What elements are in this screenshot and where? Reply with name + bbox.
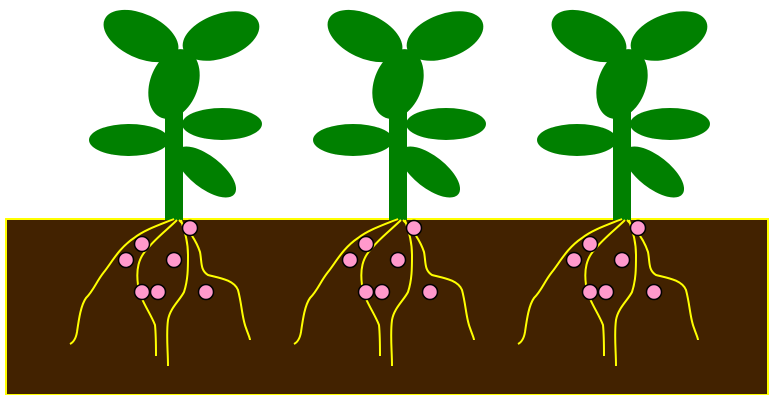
root-nodule	[199, 285, 214, 300]
root-nodule	[407, 221, 422, 236]
root-nodule	[391, 253, 406, 268]
soil	[6, 219, 768, 395]
middle-right-leaf	[182, 108, 262, 140]
root-nodule	[359, 285, 374, 300]
middle-left-leaf	[537, 124, 617, 156]
root-nodule	[135, 237, 150, 252]
root-nodule	[167, 253, 182, 268]
middle-left-leaf	[313, 124, 393, 156]
middle-right-leaf	[630, 108, 710, 140]
root-nodule	[599, 285, 614, 300]
root-nodule	[343, 253, 358, 268]
root-nodule	[135, 285, 150, 300]
root-nodule	[583, 285, 598, 300]
root-nodule	[615, 253, 630, 268]
middle-left-leaf	[89, 124, 169, 156]
root-nodule	[583, 237, 598, 252]
root-nodule	[647, 285, 662, 300]
root-nodule	[423, 285, 438, 300]
root-nodule	[631, 221, 646, 236]
root-nodule	[119, 253, 134, 268]
root-nodule	[151, 285, 166, 300]
root-nodule	[359, 237, 374, 252]
middle-right-leaf	[406, 108, 486, 140]
root-nodule	[567, 253, 582, 268]
root-nodule	[183, 221, 198, 236]
root-nodule	[375, 285, 390, 300]
